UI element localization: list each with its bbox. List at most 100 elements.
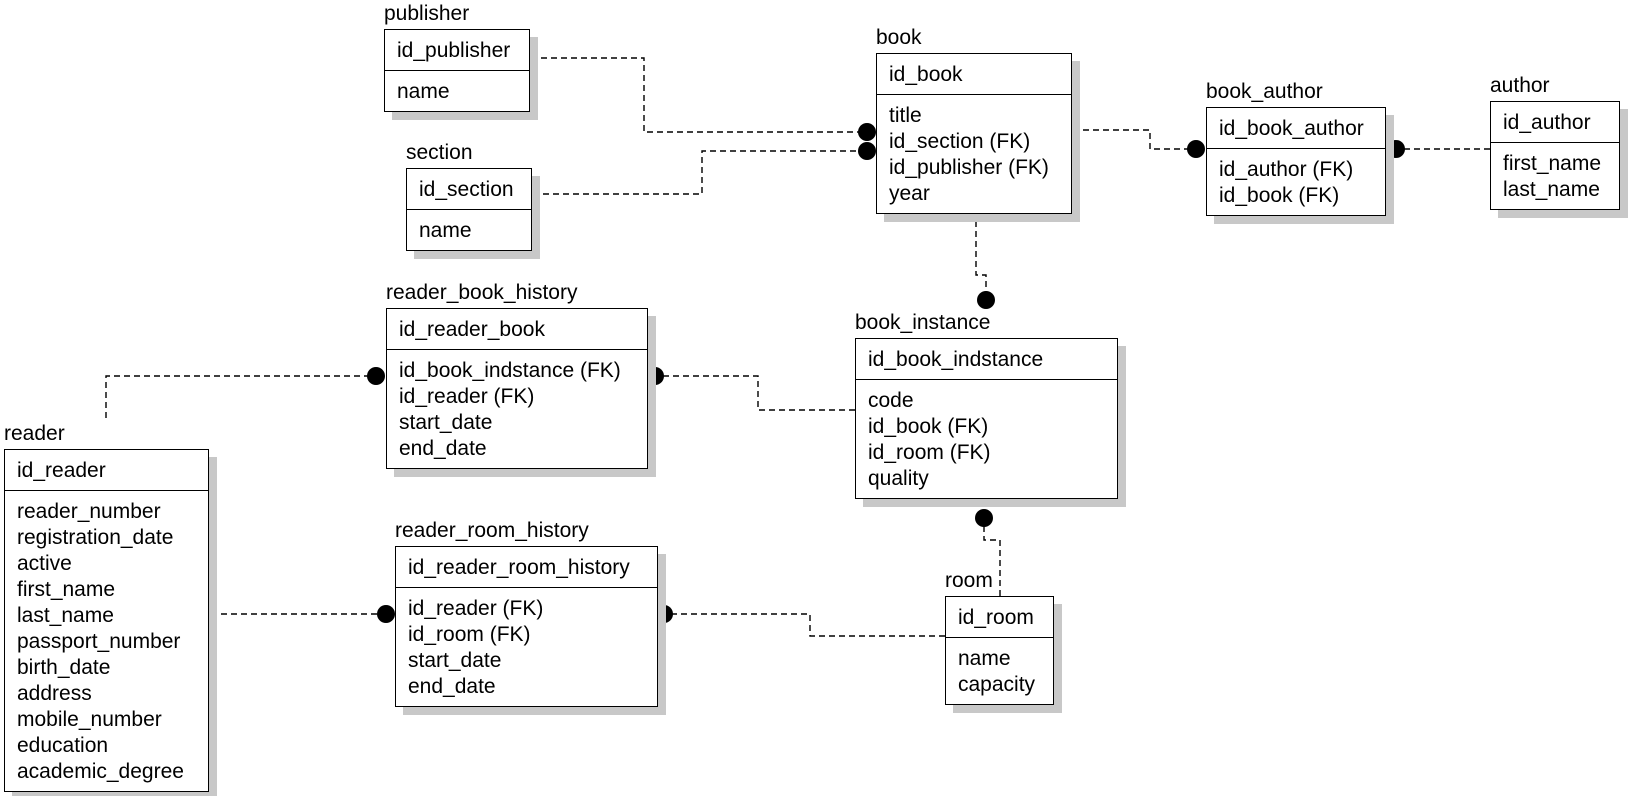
primary-key: id_room — [946, 597, 1053, 638]
entity-name: author — [1490, 74, 1550, 97]
entity-reader-room-history[interactable]: reader_room_history id_reader_room_histo… — [395, 519, 658, 707]
attribute-list: code id_book (FK) id_room (FK) quality — [856, 380, 1117, 498]
entity-name: reader_book_history — [386, 281, 578, 304]
link-publisher-book-many-end — [858, 123, 876, 141]
attribute: title — [889, 104, 922, 127]
attribute: end_date — [399, 437, 487, 460]
attribute: code — [868, 389, 914, 412]
attribute-list: title id_section (FK) id_publisher (FK) … — [877, 95, 1071, 213]
link-section-book-many-end — [858, 142, 876, 160]
entity-box: id_reader_book id_book_indstance (FK) id… — [386, 308, 648, 469]
entity-name: book — [876, 26, 922, 49]
entity-book-author[interactable]: book_author id_book_author id_author (FK… — [1206, 80, 1386, 216]
attribute: mobile_number — [17, 708, 162, 731]
attribute-list: id_book_indstance (FK) id_reader (FK) st… — [387, 350, 647, 468]
attribute: name — [958, 647, 1011, 670]
attribute: id_room (FK) — [408, 623, 531, 646]
attribute: academic_degree — [17, 760, 184, 783]
attribute: end_date — [408, 675, 496, 698]
attribute: name — [397, 80, 450, 103]
entity-box: id_book_author id_author (FK) id_book (F… — [1206, 107, 1386, 216]
attribute: id_room (FK) — [868, 441, 991, 464]
attribute: id_author (FK) — [1219, 158, 1354, 181]
attribute: start_date — [399, 411, 493, 434]
link-room-reader-room-history-many-end — [655, 605, 673, 623]
attribute-list: id_reader (FK) id_room (FK) start_date e… — [396, 588, 657, 706]
attribute: last_name — [1503, 178, 1600, 201]
attribute: id_publisher (FK) — [889, 156, 1049, 179]
entity-author[interactable]: author id_author first_name last_name — [1490, 74, 1620, 210]
entity-name: reader_room_history — [395, 519, 589, 542]
link-section-book — [533, 150, 867, 195]
link-reader-reader-book-history-many-end — [367, 367, 385, 385]
primary-key: id_publisher — [385, 30, 529, 71]
attribute: registration_date — [17, 526, 174, 549]
attribute-list: id_author (FK) id_book (FK) — [1207, 149, 1385, 215]
attribute: id_book (FK) — [868, 415, 989, 438]
attribute: id_reader (FK) — [408, 597, 544, 620]
entity-name: section — [406, 141, 473, 164]
attribute: quality — [868, 467, 929, 490]
entity-name: reader — [4, 422, 65, 445]
attribute: address — [17, 682, 92, 705]
entity-book[interactable]: book id_book title id_section (FK) id_pu… — [876, 26, 1072, 214]
entity-name: publisher — [384, 2, 470, 25]
entity-name: room — [945, 569, 993, 592]
link-book-book-instance-many-end — [977, 291, 995, 309]
entity-reader-book-history[interactable]: reader_book_history id_reader_book id_bo… — [386, 281, 648, 469]
link-book-instance-reader-book-history-many-end — [646, 367, 664, 385]
attribute: first_name — [1503, 152, 1602, 175]
primary-key: id_book_author — [1207, 108, 1385, 149]
attribute: name — [419, 219, 472, 242]
attribute: id_book_indstance (FK) — [399, 359, 621, 382]
entity-box: id_room name capacity — [945, 596, 1054, 705]
entity-room[interactable]: room id_room name capacity — [945, 569, 1054, 705]
primary-key: id_reader_room_history — [396, 547, 657, 588]
attribute: passport_number — [17, 630, 181, 653]
link-book-book-instance — [975, 221, 987, 300]
attribute-list: name capacity — [946, 638, 1053, 704]
attribute: last_name — [17, 604, 114, 627]
link-author-book-author-many-end — [1387, 140, 1405, 158]
attribute: capacity — [958, 673, 1036, 696]
link-book-instance-reader-book-history — [655, 375, 855, 411]
link-room-book-instance-many-end — [975, 509, 993, 527]
entity-reader[interactable]: reader id_reader reader_number registrat… — [4, 422, 209, 792]
link-book-book-author-many-end — [1187, 140, 1205, 158]
attribute: reader_number — [17, 500, 161, 523]
entity-name: book_author — [1206, 80, 1323, 103]
entity-box: id_book title id_section (FK) id_publish… — [876, 53, 1072, 214]
attribute-list: name — [407, 210, 531, 250]
link-reader-reader-room-history-many-end — [377, 605, 395, 623]
attribute: active — [17, 552, 72, 575]
primary-key: id_book_indstance — [856, 339, 1117, 380]
attribute: id_book (FK) — [1219, 184, 1340, 207]
primary-key: id_section — [407, 169, 531, 210]
link-book-book-author — [1073, 129, 1196, 150]
entity-box: id_section name — [406, 168, 532, 251]
entity-publisher[interactable]: publisher id_publisher name — [384, 2, 530, 112]
attribute: id_section (FK) — [889, 130, 1031, 153]
entity-section[interactable]: section id_section name — [406, 141, 532, 251]
link-publisher-book — [531, 57, 867, 133]
link-room-book-instance — [983, 518, 1001, 596]
primary-key: id_reader_book — [387, 309, 647, 350]
attribute-list: name — [385, 71, 529, 111]
link-reader-reader-book-history — [105, 375, 376, 418]
entity-book-instance[interactable]: book_instance id_book_indstance code id_… — [855, 311, 1118, 499]
entity-box: id_reader_room_history id_reader (FK) id… — [395, 546, 658, 707]
attribute-list: first_name last_name — [1491, 143, 1619, 209]
entity-box: id_publisher name — [384, 29, 530, 112]
link-room-reader-room-history — [664, 613, 945, 637]
primary-key: id_reader — [5, 450, 208, 491]
entity-box: id_book_indstance code id_book (FK) id_r… — [855, 338, 1118, 499]
primary-key: id_book — [877, 54, 1071, 95]
primary-key: id_author — [1491, 102, 1619, 143]
attribute: id_reader (FK) — [399, 385, 535, 408]
entity-box: id_reader reader_number registration_dat… — [4, 449, 209, 792]
attribute: start_date — [408, 649, 502, 672]
entity-name: book_instance — [855, 311, 991, 334]
attribute: birth_date — [17, 656, 111, 679]
